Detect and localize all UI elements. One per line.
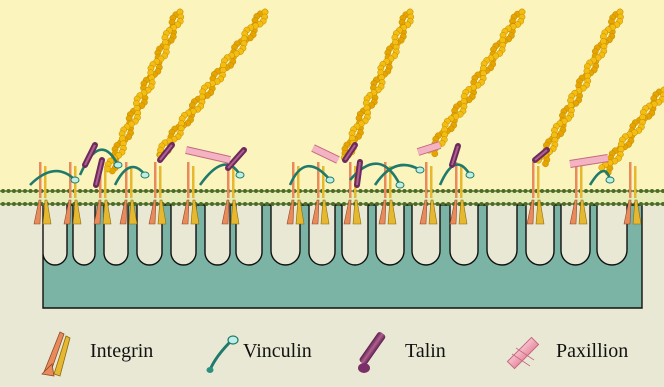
integrin-legend-label: Integrin [90,340,153,363]
talin-legend-label: Talin [405,340,446,363]
paxillin-legend-label: Paxillion [556,340,628,363]
talin [357,162,360,185]
vinculin-legend-label: Vinculin [243,340,312,363]
